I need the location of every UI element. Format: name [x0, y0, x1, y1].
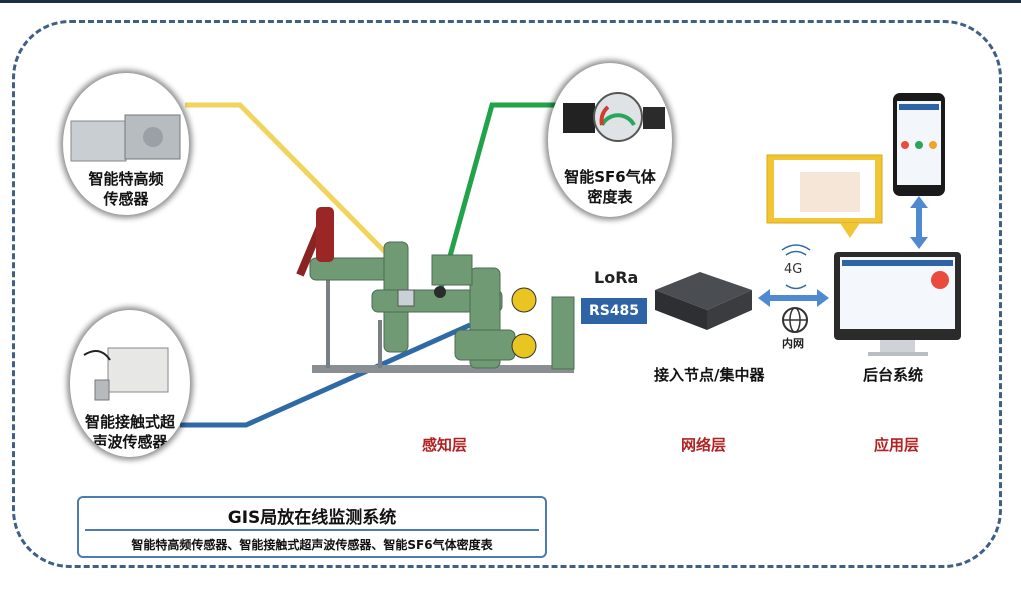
globe-icon [783, 308, 807, 332]
vertical-arrow-icon [910, 196, 928, 249]
concentrator-box-icon [655, 272, 752, 330]
system-subtitle: 智能特高频传感器、智能接触式超声波传感器、智能SF6气体密度表 [79, 536, 545, 553]
network-arrow-icon [758, 289, 829, 307]
gis-switchgear-icon [300, 207, 574, 373]
system-title: GIS局放在线监测系统 [79, 503, 545, 528]
ultra-connector-line [180, 325, 470, 425]
layer-application: 应用层 [874, 434, 919, 455]
ultrasonic-sensor-circle: 智能接触式超 声波传感器 [70, 310, 190, 457]
phone-icon [893, 93, 945, 196]
monitor-icon [834, 252, 961, 356]
screen-callout-icon [767, 155, 882, 238]
uhf-sensor-label-2: 传感器 [63, 189, 189, 209]
cellular-label: 4G [784, 262, 802, 277]
concentrator-label: 接入节点/集中器 [654, 364, 764, 385]
lora-label: LoRa [594, 268, 638, 287]
sf6-gauge-circle: 智能SF6气体 密度表 [548, 63, 672, 217]
layer-perception: 感知层 [422, 434, 467, 455]
sf6-gauge-label-2: 密度表 [548, 187, 672, 207]
intranet-label: 内网 [782, 335, 804, 351]
rs485-badge: RS485 [581, 298, 647, 324]
uhf-sensor-circle: 智能特高频 传感器 [63, 73, 189, 215]
ultrasonic-sensor-label-2: 声波传感器 [70, 432, 190, 452]
backend-label: 后台系统 [863, 364, 923, 385]
ultrasonic-sensor-photo-icon [70, 340, 190, 420]
sf6-gauge-photo-icon [548, 85, 672, 165]
system-info-box: GIS局放在线监测系统 智能特高频传感器、智能接触式超声波传感器、智能SF6气体… [77, 496, 547, 558]
uhf-connector-line [185, 105, 385, 252]
uhf-sensor-label-1: 智能特高频 [63, 169, 189, 189]
sf6-gauge-label-1: 智能SF6气体 [548, 167, 672, 187]
layer-network: 网络层 [681, 434, 726, 455]
ultrasonic-sensor-label-1: 智能接触式超 [70, 412, 190, 432]
title-divider [85, 529, 539, 531]
